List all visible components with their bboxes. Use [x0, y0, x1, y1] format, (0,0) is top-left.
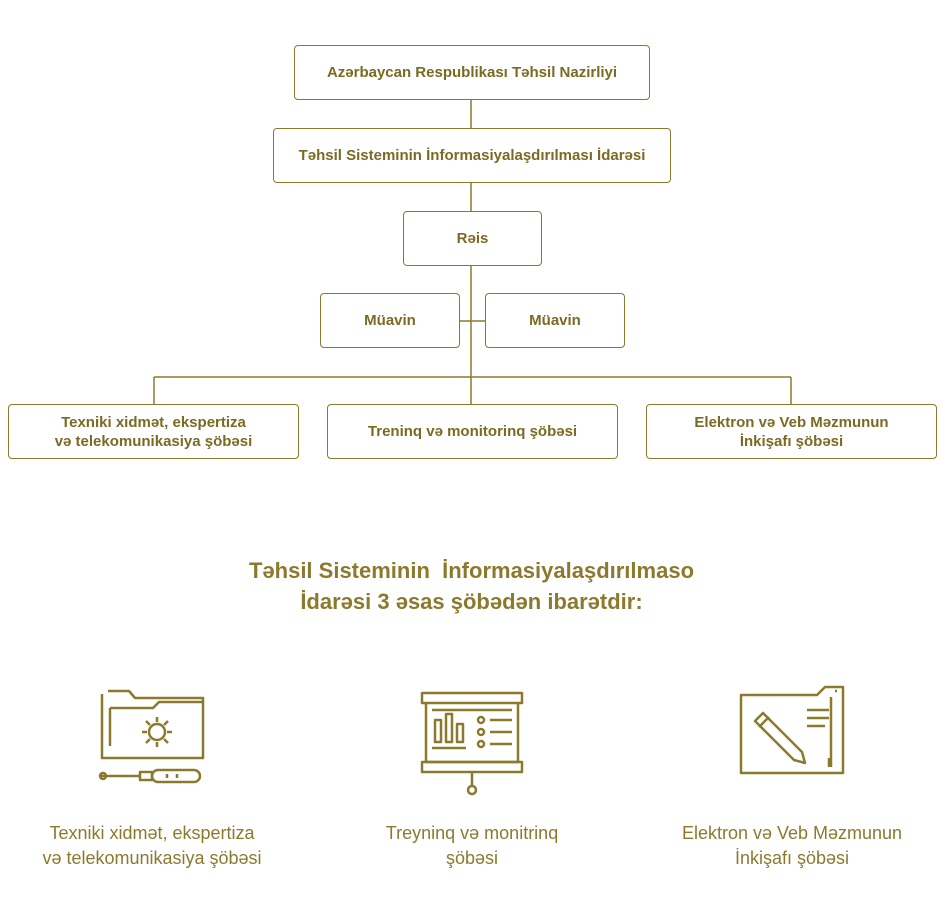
feature-training-line1: Treyninq və monitrinq	[385, 823, 559, 843]
feature-content-line1: Elektron və Veb Məzmunun	[681, 823, 903, 843]
feature-content-line2: İnkişafı şöbəsi	[734, 848, 850, 868]
presentation-board-icon	[420, 691, 524, 796]
department-box: Təhsil Sisteminin İnformasiyalaşdırılmas…	[273, 128, 671, 183]
section-heading-line2: İdarəsi 3 əsas şöbədən ibarətdir:	[300, 589, 643, 614]
feature-technical-line1: Texniki xidmət, ekspertiza	[49, 823, 255, 843]
unit-box-content: Elektron və Veb Məzmunun İnkişafı şöbəsi	[646, 404, 937, 459]
window-pen-icon	[739, 685, 845, 775]
unit-technical-line2: və telekomunikasiya şöbəsi	[54, 432, 253, 450]
unit-content-line2: İnkişafı şöbəsi	[739, 432, 844, 450]
head-box: Rəis	[403, 211, 542, 266]
folder-gear-screwdriver-icon	[98, 689, 205, 784]
unit-content-line1: Elektron və Veb Məzmunun	[694, 413, 889, 431]
section-heading: Təhsil Sisteminin İnformasiyalaşdırılmas…	[0, 555, 943, 617]
unit-box-training: Treninq və monitorinq şöbəsi	[327, 404, 618, 459]
org-chart-connectors	[153, 99, 792, 404]
head-label: Rəis	[456, 230, 489, 247]
unit-box-technical: Texniki xidmət, ekspertiza və telekomuni…	[8, 404, 299, 459]
unit-technical-line1: Texniki xidmət, ekspertiza	[61, 413, 246, 431]
deputy-left-box: Müavin	[320, 293, 460, 348]
department-label: Təhsil Sisteminin İnformasiyalaşdırılmas…	[298, 147, 646, 164]
feature-technical-line2: və telekomunikasiya şöbəsi	[42, 848, 262, 868]
ministry-label: Azərbaycan Respublikası Təhsil Nazirliyi	[326, 64, 618, 81]
section-heading-line1: Təhsil Sisteminin İnformasiyalaşdırılmas…	[248, 558, 695, 583]
deputy-left-label: Müavin	[364, 312, 416, 329]
feature-label-content: Elektron və Veb Məzmunun İnkişafı şöbəsi	[642, 821, 942, 871]
deputy-right-box: Müavin	[485, 293, 625, 348]
ministry-box: Azərbaycan Respublikası Təhsil Nazirliyi	[294, 45, 650, 100]
feature-training-line2: şöbəsi	[445, 848, 499, 868]
deputy-right-label: Müavin	[529, 312, 581, 329]
feature-label-technical: Texniki xidmət, ekspertiza və telekomuni…	[2, 821, 302, 871]
unit-training-line1: Treninq və monitorinq şöbəsi	[367, 423, 578, 440]
feature-label-training: Treyninq və monitrinq şöbəsi	[322, 821, 622, 871]
